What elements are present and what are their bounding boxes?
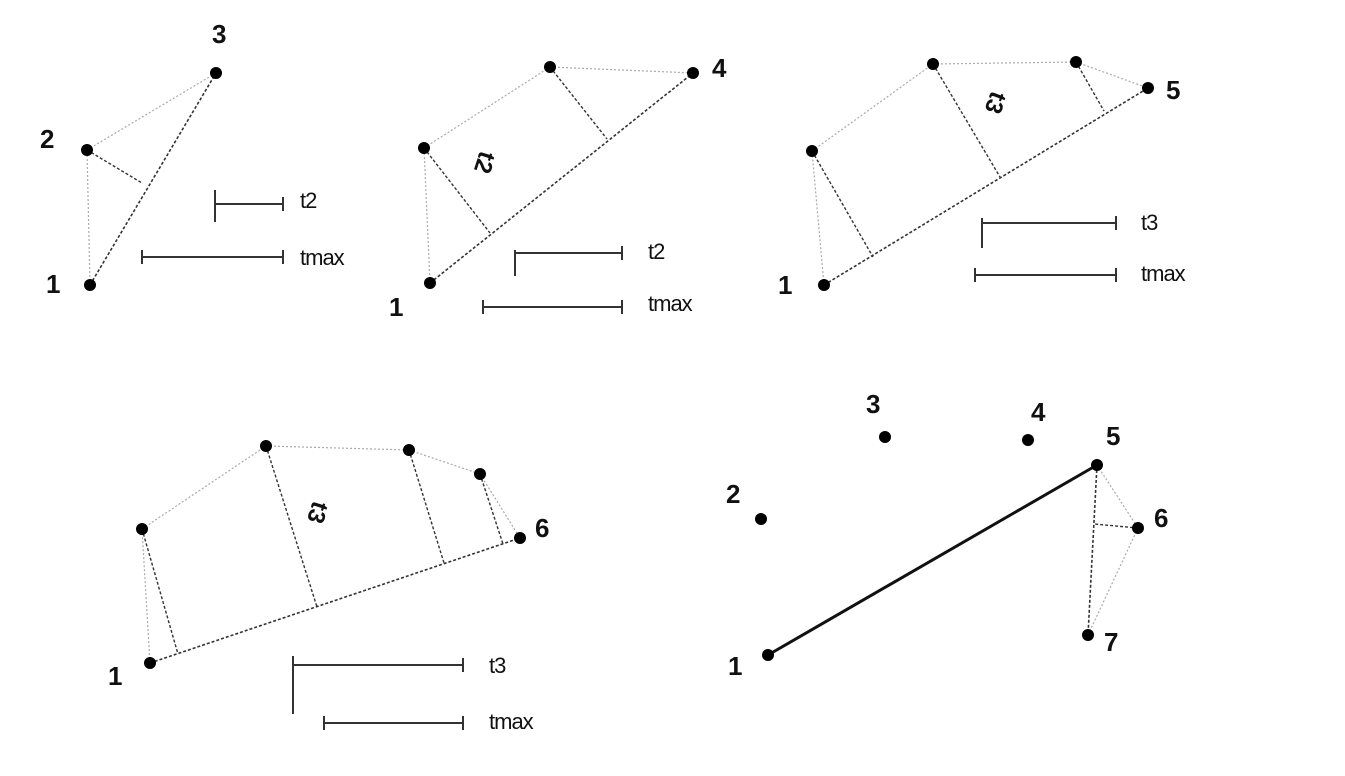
rotated-distance-label: t3 bbox=[979, 88, 1012, 117]
point bbox=[544, 61, 556, 73]
perpendicular bbox=[265, 445, 318, 608]
perpendicular bbox=[1093, 523, 1139, 529]
perpendicular bbox=[86, 149, 143, 184]
point-6 bbox=[514, 532, 526, 544]
point-label-5: 5 bbox=[1166, 75, 1180, 105]
point-label-1: 1 bbox=[389, 292, 403, 322]
point-label-4: 4 bbox=[1031, 397, 1046, 427]
panel-5: 1 2 3 4 5 6 7 bbox=[726, 389, 1168, 681]
baseline bbox=[1087, 464, 1098, 636]
point-6 bbox=[1132, 522, 1144, 534]
point bbox=[927, 58, 939, 70]
panel-4: 1 6 t3 t3 tmax bbox=[108, 440, 549, 734]
point-label-3: 3 bbox=[866, 389, 880, 419]
hull-edge bbox=[141, 528, 151, 664]
point bbox=[136, 523, 148, 535]
perpendicular bbox=[408, 449, 445, 564]
point-label-1: 1 bbox=[728, 651, 742, 681]
scale-label-tmax: tmax bbox=[489, 709, 534, 734]
hull-edge bbox=[86, 149, 91, 286]
scale-bar-tmax bbox=[141, 250, 284, 264]
baseline bbox=[89, 72, 217, 286]
scale-bar-tmax bbox=[974, 268, 1117, 282]
baseline bbox=[149, 537, 521, 664]
hull-edge bbox=[1096, 464, 1139, 529]
hull-edge bbox=[549, 66, 694, 74]
perpendicular bbox=[932, 63, 1001, 178]
perpendicular bbox=[811, 150, 874, 258]
perpendicular bbox=[549, 66, 608, 140]
scale-label-tmax: tmax bbox=[300, 245, 345, 270]
hull-edge bbox=[265, 445, 410, 451]
point-4 bbox=[1022, 434, 1034, 446]
point-label-6: 6 bbox=[535, 513, 549, 543]
point-label-6: 6 bbox=[1154, 503, 1168, 533]
point-label-1: 1 bbox=[778, 270, 792, 300]
hull-edge bbox=[86, 72, 217, 151]
panel-3: 1 5 t3 t3 tmax bbox=[778, 56, 1187, 300]
point bbox=[1070, 56, 1082, 68]
hull-edge bbox=[141, 445, 267, 530]
solid-segment bbox=[767, 463, 1098, 657]
point-label-7: 7 bbox=[1104, 627, 1118, 657]
point bbox=[403, 444, 415, 456]
point bbox=[474, 468, 486, 480]
hull-edge bbox=[1087, 527, 1139, 636]
point-label-2: 2 bbox=[40, 124, 54, 154]
scale-label-tmax: tmax bbox=[648, 291, 693, 316]
scale-label-t3: t3 bbox=[489, 653, 506, 678]
scale-bar-tmax bbox=[323, 716, 464, 730]
scale-label-tmax: tmax bbox=[1141, 261, 1186, 286]
perpendicular bbox=[423, 147, 491, 234]
point-2 bbox=[755, 513, 767, 525]
perpendicular bbox=[479, 473, 504, 545]
point-label-1: 1 bbox=[108, 661, 122, 691]
perpendicular bbox=[141, 528, 179, 655]
point-4 bbox=[687, 67, 699, 79]
hull-edge bbox=[811, 63, 934, 152]
scale-label-t2: t2 bbox=[300, 188, 317, 213]
hull-edge bbox=[423, 66, 551, 149]
point bbox=[806, 145, 818, 157]
baseline bbox=[429, 72, 694, 284]
rotated-distance-label: t2 bbox=[468, 148, 500, 177]
scale-bar-tmax bbox=[482, 300, 623, 314]
hull-edge bbox=[1075, 61, 1149, 89]
hull-edge bbox=[408, 449, 481, 475]
point-3 bbox=[879, 431, 891, 443]
point-label-5: 5 bbox=[1106, 421, 1120, 451]
scale-bar-t2 bbox=[514, 246, 623, 276]
point-label-3: 3 bbox=[212, 19, 226, 49]
point-label-2: 2 bbox=[726, 479, 740, 509]
point-1 bbox=[144, 657, 156, 669]
point-5 bbox=[1091, 459, 1103, 471]
scale-label-t2: t2 bbox=[648, 239, 665, 264]
hull-edge bbox=[479, 473, 521, 539]
scale-bar-t3 bbox=[292, 656, 464, 714]
point-label-1: 1 bbox=[46, 269, 60, 299]
hull-edge bbox=[932, 61, 1077, 65]
scale-bar-t3 bbox=[981, 216, 1117, 248]
point-5 bbox=[1142, 82, 1154, 94]
point-1 bbox=[84, 279, 96, 291]
rotated-distance-label: t3 bbox=[301, 498, 333, 527]
scale-bar-t2 bbox=[214, 190, 284, 222]
point-7 bbox=[1082, 629, 1094, 641]
perpendicular bbox=[1075, 61, 1105, 112]
point-1 bbox=[818, 279, 830, 291]
point bbox=[418, 142, 430, 154]
baseline bbox=[823, 87, 1149, 286]
hull-edge bbox=[811, 150, 825, 286]
point-label-4: 4 bbox=[712, 53, 727, 83]
point-3 bbox=[210, 67, 222, 79]
point bbox=[260, 440, 272, 452]
panel-2: 1 4 t2 t2 tmax bbox=[389, 53, 727, 322]
panel-1: 1 2 3 t2 tmax bbox=[40, 19, 346, 299]
point-1 bbox=[762, 649, 774, 661]
hull-edge bbox=[423, 147, 431, 284]
scale-label-t3: t3 bbox=[1141, 210, 1158, 235]
point-1 bbox=[424, 277, 436, 289]
point-2 bbox=[81, 144, 93, 156]
